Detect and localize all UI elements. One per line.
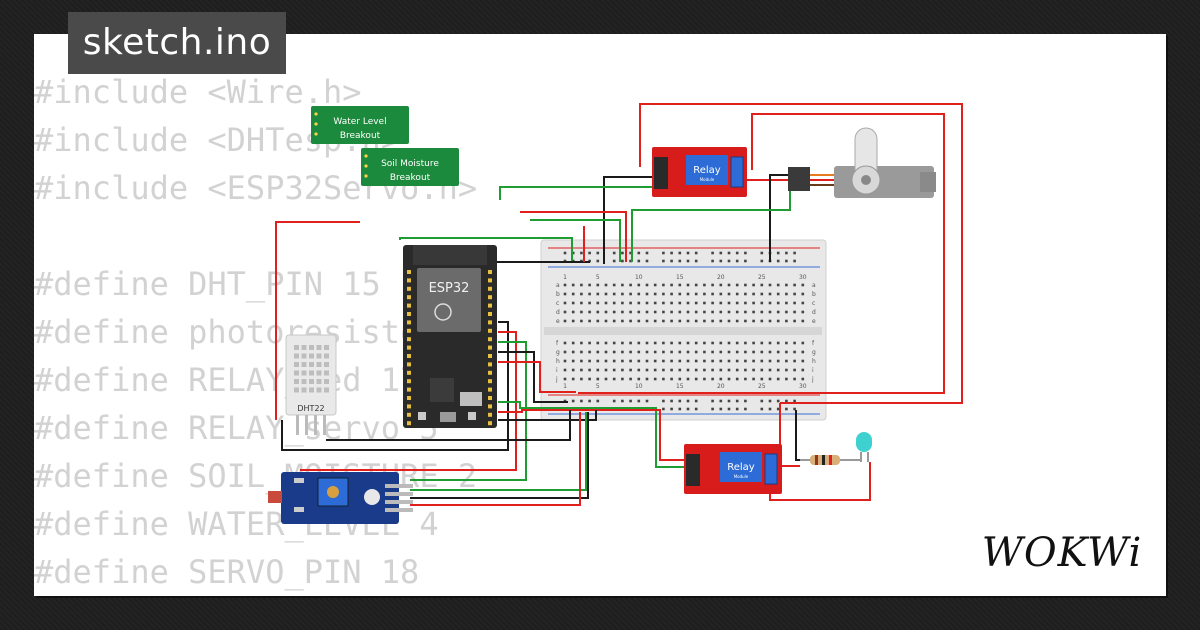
wire-red xyxy=(498,361,576,393)
soil-moisture-sensor: Soil Moisture Breakout xyxy=(361,148,459,186)
photoresistor-module xyxy=(268,472,413,524)
breadboard-row-letter: h xyxy=(812,358,816,365)
wire-black xyxy=(326,410,571,441)
relay-top-sub: Module xyxy=(700,177,715,182)
breadboard-row-letter: f xyxy=(812,340,815,347)
breadboard-column-number: 30 xyxy=(799,383,807,390)
breadboard-column-number: 20 xyxy=(717,274,725,281)
servo-motor xyxy=(788,127,936,198)
wire-green xyxy=(410,412,587,491)
wire-red xyxy=(578,113,945,394)
esp32-board: ESP32 xyxy=(403,245,497,428)
wire-black xyxy=(410,412,589,499)
relay-bottom-label: Relay xyxy=(727,462,755,473)
esp32-label: ESP32 xyxy=(429,281,470,296)
breadboard-row-letter: e xyxy=(812,318,816,325)
relay-bottom-sub: Module xyxy=(734,474,749,479)
breadboard-column-number: 25 xyxy=(758,274,766,281)
soil-moisture-label-2: Breakout xyxy=(390,173,431,183)
wire-red xyxy=(520,211,627,262)
breadboard-row-letter: a xyxy=(812,282,816,289)
breadboard-row-letter: g xyxy=(812,349,816,356)
breadboard-column-number: 15 xyxy=(676,274,684,281)
wire-black xyxy=(769,174,790,262)
breadboard-column-number: 1 xyxy=(563,383,567,390)
breadboard-column-number: 20 xyxy=(717,383,725,390)
breadboard-column-number: 5 xyxy=(596,274,600,281)
breadboard-row-letter: i xyxy=(812,367,814,374)
breadboard-row-letter: b xyxy=(812,291,816,298)
water-level-label-1: Water Level xyxy=(333,117,386,127)
wire-black xyxy=(603,176,660,264)
wire-green xyxy=(499,186,660,200)
code-line: #include <Wire.h> xyxy=(34,73,362,111)
breadboard-column-number: 30 xyxy=(799,274,807,281)
soil-moisture-label-1: Soil Moisture xyxy=(381,159,439,169)
breadboard-row-letter: d xyxy=(556,309,560,316)
breadboard-column-number: 5 xyxy=(596,383,600,390)
wire-green xyxy=(498,401,686,468)
breadboard-column-number: 10 xyxy=(635,274,643,281)
dht22-sensor: DHT22 xyxy=(285,334,337,435)
logo-text: WOKWi xyxy=(982,530,1143,576)
breadboard-row-letter: f xyxy=(556,340,559,347)
wires xyxy=(275,103,963,506)
wokwi-logo: WOKWi xyxy=(982,530,1143,576)
breadboard-row-letter: i xyxy=(556,367,558,374)
water-level-sensor: Water Level Breakout xyxy=(311,106,409,144)
code-line: #define DHT_PIN 15 xyxy=(34,265,381,303)
breadboard-column-number: 15 xyxy=(676,383,684,390)
breadboard-row-letter: c xyxy=(812,300,815,307)
breadboard-row-letter: h xyxy=(556,358,560,365)
breadboard-row-letter: g xyxy=(556,349,560,356)
led xyxy=(856,432,872,462)
wire-red xyxy=(769,462,871,501)
dht-label: DHT22 xyxy=(297,404,324,413)
wire-green xyxy=(399,237,573,262)
relay-top-label: Relay xyxy=(693,165,721,176)
wire-red xyxy=(410,412,581,506)
file-title: sketch.ino xyxy=(68,12,286,74)
breadboard-row-letter: j xyxy=(555,376,558,383)
wire-black xyxy=(498,351,568,403)
wire-red xyxy=(498,409,686,461)
code-background: #include <Wire.h>#include <DHTesp.h>#inc… xyxy=(34,68,477,596)
breadboard-column-number: 1 xyxy=(563,274,567,281)
breadboard-row-letter: j xyxy=(811,376,814,383)
breadboard-column-number: 10 xyxy=(635,383,643,390)
wire-green xyxy=(530,219,621,262)
breadboard-column-number: 25 xyxy=(758,383,766,390)
wire-red xyxy=(639,103,963,404)
wire-red xyxy=(275,221,360,420)
wire-black xyxy=(281,321,509,451)
wire-green xyxy=(631,185,791,262)
code-line: #define SERVO_PIN 18 xyxy=(34,553,420,591)
relay-module-bottom: Relay Module xyxy=(684,444,782,494)
resistor xyxy=(800,455,860,465)
wire-black xyxy=(498,410,597,421)
water-level-label-2: Breakout xyxy=(340,131,381,141)
breadboard-row-letter: e xyxy=(556,318,560,325)
breadboard-row-letter: b xyxy=(556,291,560,298)
breadboard-row-letter: c xyxy=(556,300,559,307)
breadboard-row-letter: a xyxy=(556,282,560,289)
relay-module-top: Relay Module xyxy=(652,147,747,197)
breadboard-row-letter: d xyxy=(812,309,816,316)
